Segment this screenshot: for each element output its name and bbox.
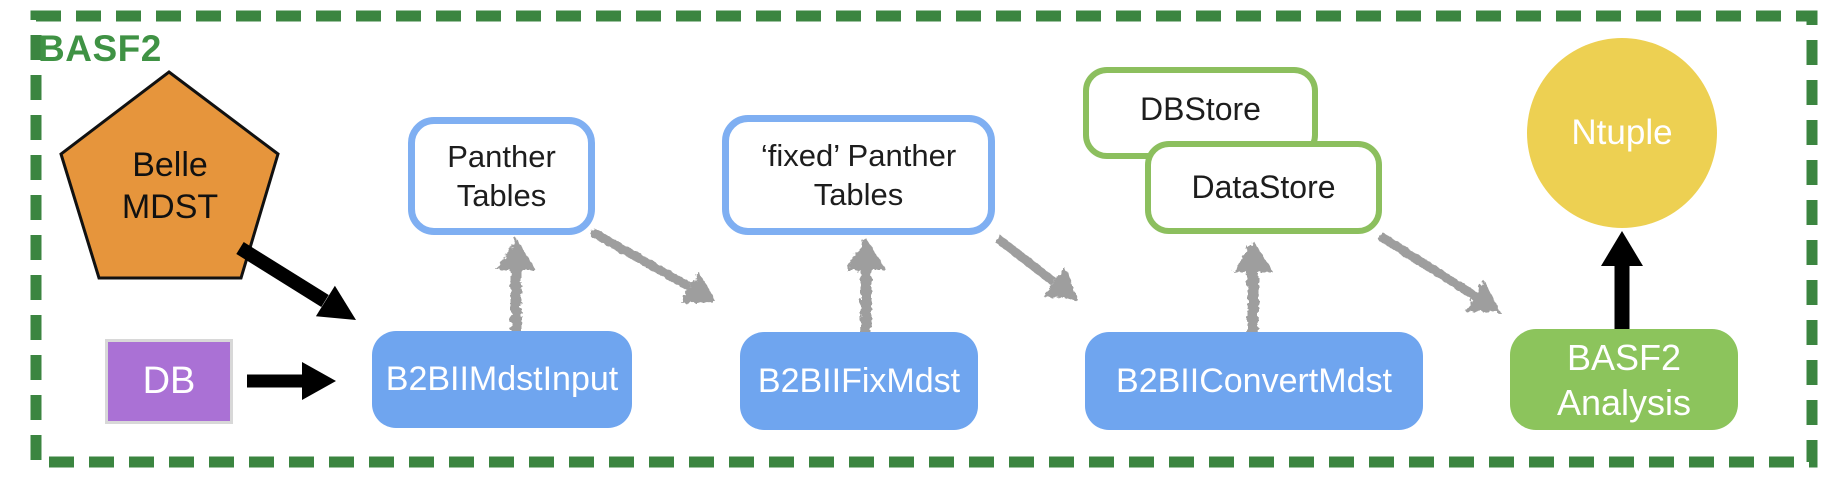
basf2-analysis-line2: Analysis (1556, 381, 1692, 423)
b2bii-fix-mdst-label: B2BIIFixMdst (757, 361, 961, 400)
b2bii-convert-mdst-label: B2BIIConvertMdst (1116, 361, 1392, 400)
b2bii-convert-mdst-node: B2BIIConvertMdst (1085, 332, 1423, 430)
ntuple-node: Ntuple (1527, 38, 1717, 228)
panther-tables-node: Panther Tables (408, 117, 595, 235)
arrow-fixedpanther-to-convertmdst (994, 234, 1078, 300)
panther-tables-line1: Panther (447, 139, 556, 174)
datastore-node: DataStore (1145, 141, 1382, 234)
b2bii-mdst-input-node: B2BIIMdstInput (372, 331, 632, 428)
b2bii-fix-mdst-node: B2BIIFixMdst (740, 332, 978, 430)
dashed-frame-border (30, 10, 1818, 468)
fixed-panther-tables-line1: ‘fixed’ Panther (760, 138, 957, 173)
arrow-fixmdst-to-fixedpanther (846, 238, 886, 340)
panther-tables-line2: Tables (456, 178, 547, 213)
arrow-mdstinput-to-panther (496, 238, 536, 340)
belle-mdst-pentagon (59, 70, 280, 280)
belle-mdst-label-line1: Belle (132, 146, 208, 184)
db-node: DB (105, 339, 233, 424)
belle-mdst-label-line2: MDST (121, 188, 219, 226)
basf2-analysis-node: BASF2 Analysis (1510, 329, 1738, 430)
db-label: DB (142, 360, 196, 402)
arrow-datastore-to-analysis (1377, 232, 1500, 312)
datastore-label: DataStore (1191, 169, 1336, 205)
gray-arrows-group (496, 228, 1500, 340)
dbstore-label: DBStore (1140, 90, 1261, 127)
b2bii-mdst-input-label: B2BIIMdstInput (385, 360, 619, 398)
arrow-belle-to-mdstinput (236, 242, 356, 320)
belle-mdst-label: Belle MDST (90, 140, 250, 232)
arrow-analysis-to-ntuple (1601, 231, 1643, 332)
frame-title-basf2: BASF2 (38, 28, 162, 69)
fixed-panther-tables-line2: Tables (813, 177, 904, 212)
arrow-db-to-mdstinput (247, 362, 336, 400)
arrow-convertmdst-to-datastore (1233, 240, 1273, 340)
ntuple-label: Ntuple (1571, 113, 1673, 152)
fixed-panther-tables-node: ‘fixed’ Panther Tables (722, 115, 995, 235)
arrow-panther-to-fixmdst (589, 228, 716, 303)
basf2-analysis-line1: BASF2 (1566, 336, 1682, 378)
